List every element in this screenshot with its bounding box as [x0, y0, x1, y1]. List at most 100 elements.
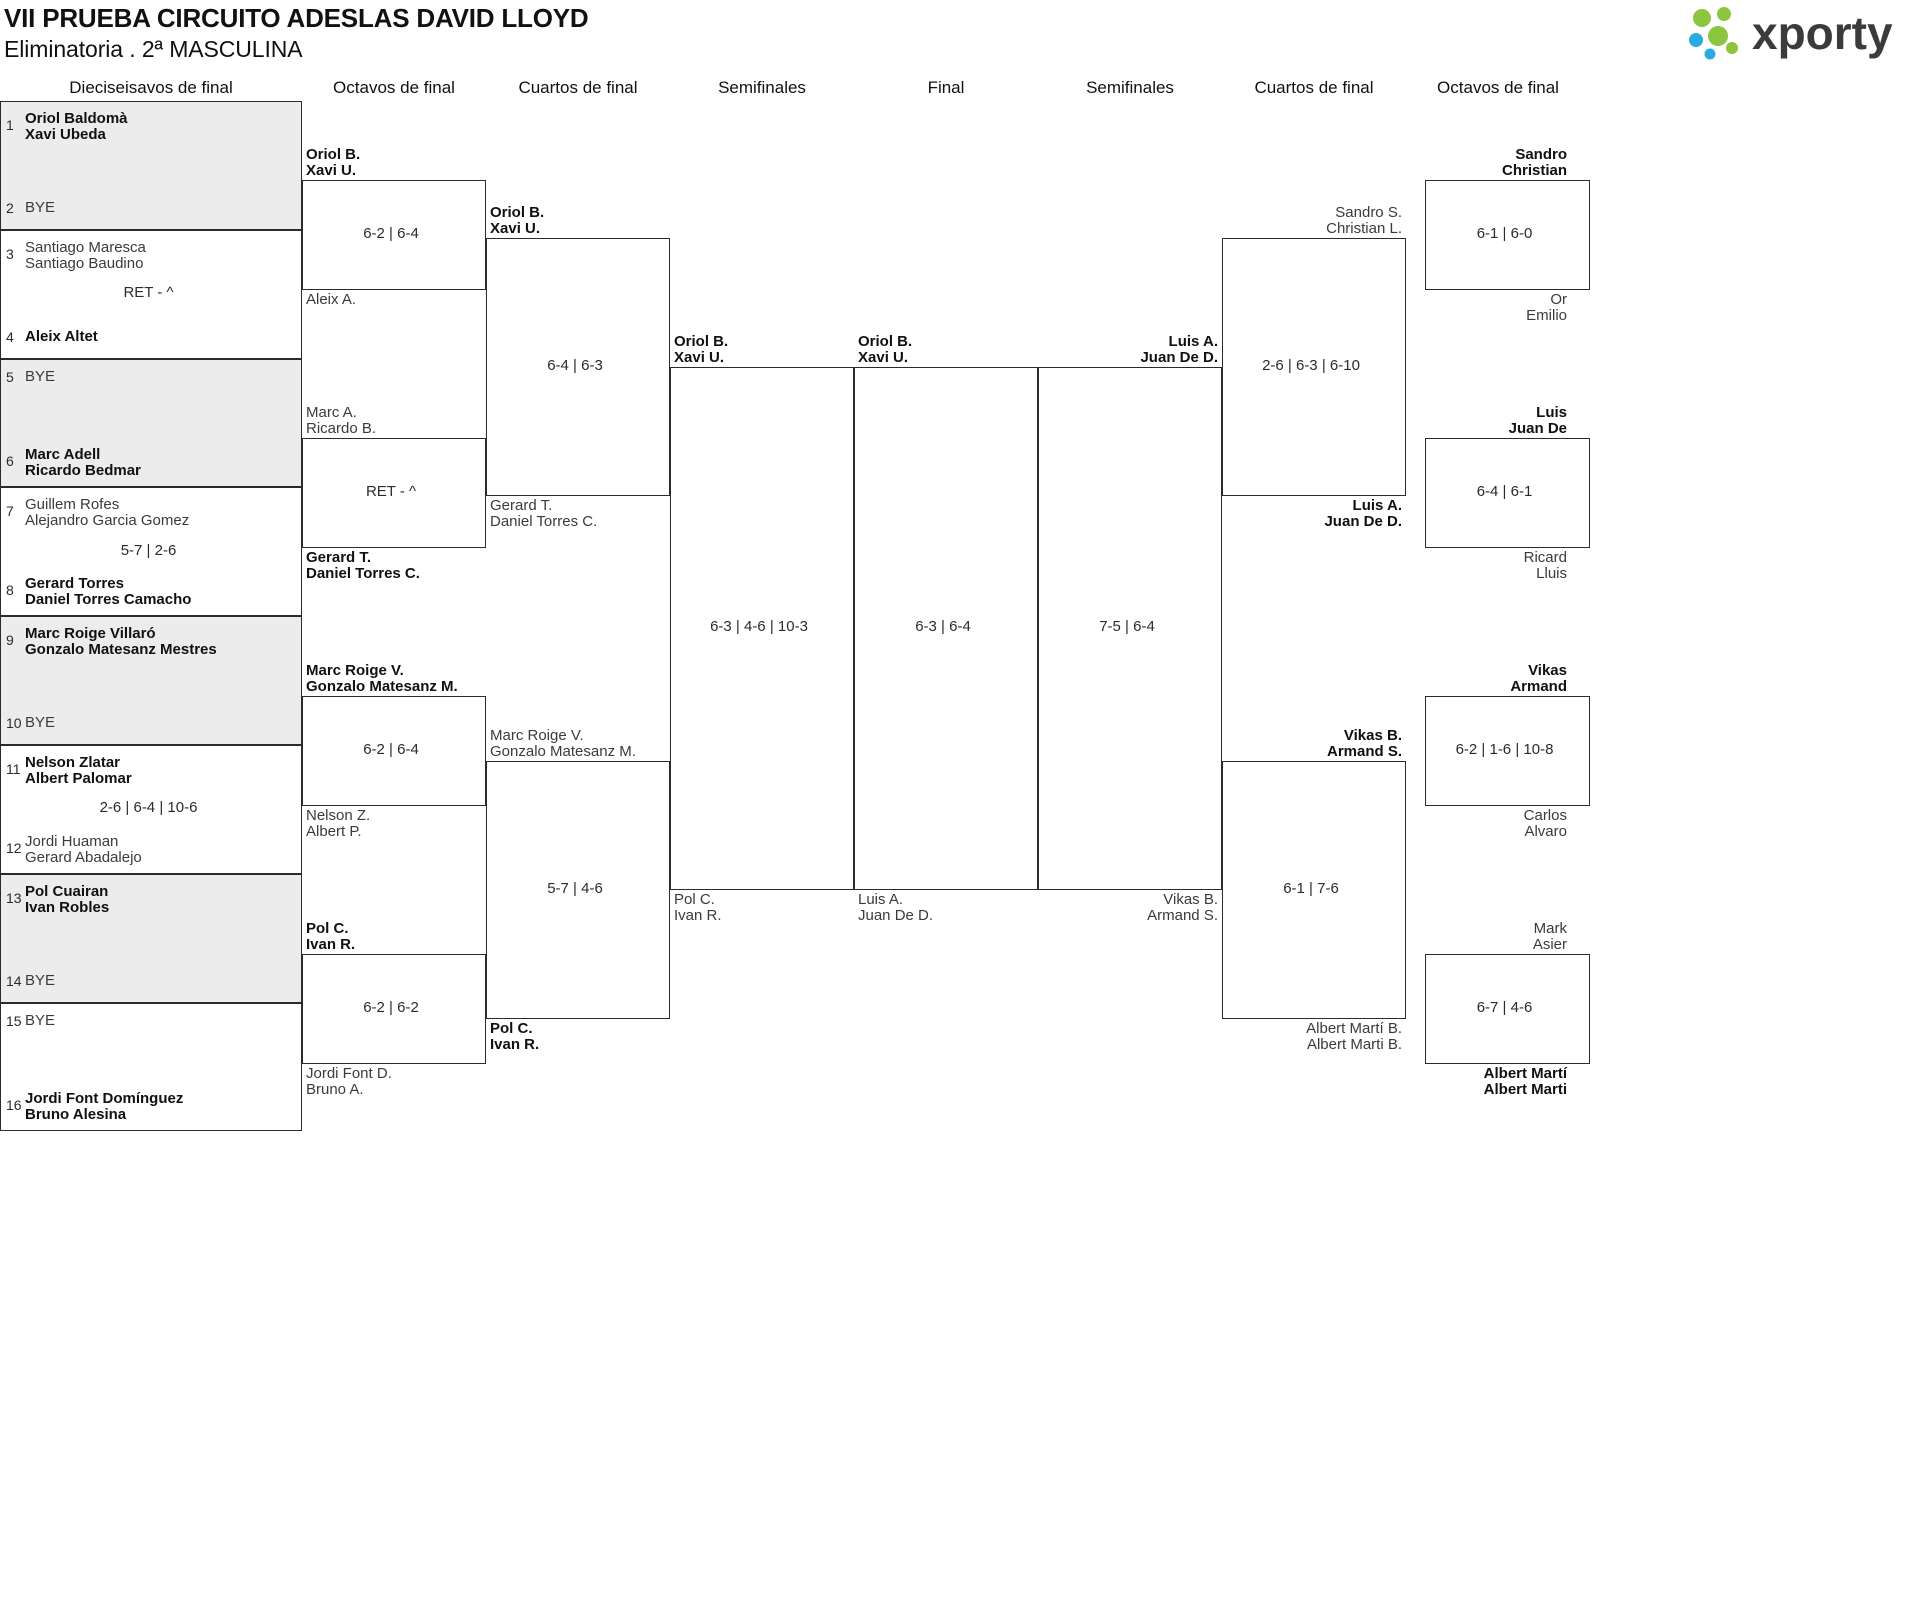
l-oct-team-name: Ivan R. [306, 936, 356, 953]
r1-match-score: 5-7 | 2-6 [120, 541, 177, 559]
r-cua-team-name: Sandro S. [1335, 204, 1402, 221]
l-oct-top-team: Marc A.Ricardo B. [306, 405, 630, 437]
r-oct-match-score: 6-1 | 6-0 [1476, 225, 1533, 242]
l-oct-top-team: Oriol B.Xavi U. [306, 147, 630, 179]
r-oct-team-name: Emilio [1526, 307, 1567, 324]
seed-number: 11 [6, 761, 21, 777]
l-oct-match-score: 6-2 | 6-4 [363, 741, 419, 758]
l-cua-team-name: Marc Roige V. [490, 727, 584, 744]
r1-match-box[interactable] [0, 616, 302, 745]
r1-match-box[interactable] [0, 101, 302, 230]
r-sem-team-name: Vikas B. [1163, 890, 1218, 908]
r-cua-team-name: Juan De D. [1324, 513, 1402, 530]
r1-match-score: RET - ^ [123, 284, 174, 302]
l-sem-team-name: Ivan R. [674, 906, 722, 924]
title-block: VII PRUEBA CIRCUITO ADESLAS DAVID LLOYD … [4, 2, 589, 64]
r-cua-bottom-team: Luis A.Juan De D. [1162, 498, 1402, 530]
r1-team-name: Daniel Torres Camacho [25, 591, 192, 609]
r-oct-team-name: Juan De [1508, 420, 1567, 437]
l-oct-bottom-team: Aleix A. [306, 292, 630, 308]
r1-match-box[interactable] [0, 487, 302, 617]
r1-team-name: Nelson Zlatar [25, 754, 121, 771]
r-cua-team-name: Armand S. [1326, 743, 1402, 760]
r-cua-team-name: Albert Marti B. [1306, 1036, 1402, 1053]
r1-team-name: Ricardo Bedmar [25, 462, 141, 480]
round-heading-1: Octavos de final [333, 78, 455, 97]
r-oct-match-box[interactable] [1425, 696, 1590, 806]
l-oct-match-box[interactable] [302, 954, 486, 1064]
l-sem-top-team: Oriol B.Xavi U. [674, 333, 998, 366]
l-oct-team-name: Albert P. [306, 823, 362, 840]
r-cua-team-name: Albert Martí B. [1306, 1020, 1402, 1037]
r1-match-box[interactable] [0, 745, 302, 874]
r1-team-name: Guillem Rofes [25, 496, 120, 514]
r-oct-team-name: Lluis [1536, 565, 1567, 582]
r-cua-match-score: 2-6 | 6-3 | 6-10 [1262, 357, 1360, 374]
l-oct-team-name: Ricardo B. [306, 420, 377, 437]
l-cua-match-box[interactable] [486, 238, 670, 496]
seed-number: 5 [6, 368, 14, 385]
l-oct-bottom-team: Jordi Font D.Bruno A. [306, 1066, 630, 1098]
seed-number: 8 [6, 582, 14, 599]
l-oct-match-box[interactable] [302, 696, 486, 806]
r-cua-match-box[interactable] [1222, 761, 1406, 1019]
final-match-box[interactable] [854, 366, 1038, 890]
final-match-score: 6-3 | 6-4 [915, 618, 971, 635]
seed-number: 2 [6, 199, 14, 216]
l-oct-team-name: Jordi Font D. [306, 1065, 392, 1082]
seed-number: 13 [6, 889, 22, 906]
r1-team-name: Jordi Huaman [25, 832, 119, 850]
l-sem-team-name: Xavi U. [674, 348, 725, 366]
r-cua-match-box[interactable] [1222, 238, 1406, 496]
l-oct-team-name: Aleix A. [306, 291, 357, 308]
r-sem-match-box[interactable] [1038, 366, 1222, 890]
r1-team-name: BYE [25, 1011, 56, 1029]
r-oct-team-name: Vikas [1528, 662, 1567, 679]
r-oct-team-name: Or [1550, 291, 1567, 308]
r-oct-team-name: Alvaro [1524, 823, 1567, 840]
l-cua-match-score: 5-7 | 4-6 [547, 880, 603, 897]
l-cua-team-name: Gonzalo Matesanz M. [490, 743, 636, 760]
l-oct-match-score: 6-2 | 6-2 [363, 999, 419, 1016]
l-cua-team-name: Gerard T. [490, 497, 553, 514]
r-oct-team-name: Christian [1501, 162, 1567, 179]
page-header: VII PRUEBA CIRCUITO ADESLAS DAVID LLOYD … [0, 0, 1920, 100]
round-heading-3: Semifinales [718, 78, 806, 97]
r-cua-match-score: 6-1 | 7-6 [1283, 880, 1339, 897]
r-oct-team-name: Mark [1533, 920, 1567, 937]
l-oct-match-score: 6-2 | 6-4 [363, 225, 419, 242]
l-cua-top-team: Marc Roige V.Gonzalo Matesanz M. [490, 728, 814, 760]
seed-number: 1 [6, 117, 14, 133]
r-oct-match-box[interactable] [1425, 954, 1590, 1064]
r1-match-box[interactable] [0, 1002, 302, 1132]
r1-match-box[interactable] [0, 873, 302, 1003]
r-oct-match-box[interactable] [1425, 438, 1590, 548]
l-sem-match-box[interactable] [670, 366, 854, 890]
l-cua-team-name: Pol C. [490, 1020, 533, 1037]
r1-match-box[interactable] [0, 229, 302, 359]
r1-team-name: BYE [25, 714, 56, 731]
l-cua-match-box[interactable] [486, 761, 670, 1019]
r-sem-top-team: Luis A.Juan De D. [978, 333, 1218, 366]
l-oct-match-box[interactable] [302, 438, 486, 548]
l-cua-bottom-team: Gerard T.Daniel Torres C. [490, 498, 814, 530]
final-team-name: Juan De D. [858, 906, 934, 924]
r-sem-bottom-team: Vikas B.Armand S. [978, 890, 1218, 924]
r1-match-box[interactable] [0, 358, 302, 488]
r-oct-match-score: 6-4 | 6-1 [1476, 483, 1533, 500]
r1-team-name: Alejandro Garcia Gomez [25, 512, 190, 530]
l-oct-bottom-team: Gerard T.Daniel Torres C. [306, 550, 630, 582]
seed-number: 9 [6, 632, 14, 649]
r-oct-team-name: Luis [1536, 404, 1567, 421]
l-oct-match-box[interactable] [302, 180, 486, 290]
r1-team-name: Santiago Maresca [25, 238, 146, 256]
r-oct-match-box[interactable] [1425, 180, 1590, 290]
seed-number: 3 [6, 245, 14, 262]
